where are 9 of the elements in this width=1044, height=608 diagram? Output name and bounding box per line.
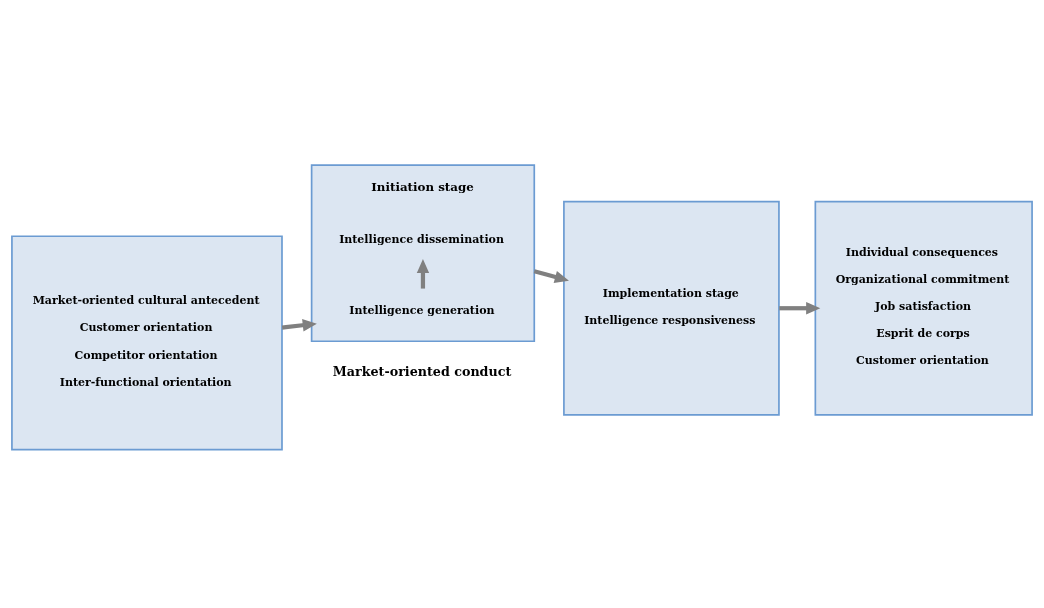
node-box: Individual consequences Organizational commitment Job satisfaction Esprit de corps Customer orientation (814, 200, 1033, 416)
arrow (779, 302, 821, 315)
arrow (281, 319, 317, 332)
node-text: Intelligence dissemination (339, 233, 504, 247)
label: Market-oriented conduct (332, 364, 512, 380)
node-box: Market-oriented cultural antecedent Customer orientation Competitor orientation Inter-functional orientation (11, 235, 283, 451)
node-text: Intelligence generation (349, 303, 495, 317)
node-box: Implementation stage Intelligence responsiveness (563, 200, 780, 416)
arrow (533, 269, 569, 283)
